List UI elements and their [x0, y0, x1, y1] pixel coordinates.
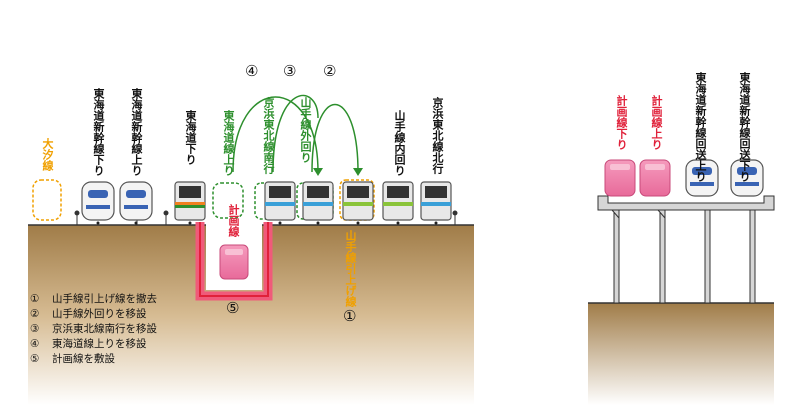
label-daishio: 大汐線 [41, 138, 54, 171]
label-forward-down: 東海道新幹線回送下り [738, 72, 751, 182]
label-tokaido-down: 東海道下り [184, 110, 197, 165]
yamanote-inner-train [382, 181, 414, 221]
label-planned-down: 計画線下り [615, 95, 628, 150]
label-shinkansen-up: 東海道新幹線上り [130, 88, 143, 176]
yamanote-pullup-dotted [339, 179, 375, 221]
keihin-south-train [264, 181, 296, 221]
shinkansen-up-train [119, 181, 153, 221]
arrow-number-2: ② [323, 62, 337, 80]
label-yamanote-pullup: 山手線引上げ線 [344, 230, 357, 307]
relocation-arrows [232, 94, 359, 173]
yamanote-outer-train [302, 181, 334, 221]
label-forward-up-group: 東海道新幹線回送上り [694, 72, 707, 182]
shinkansen-down-train [81, 181, 115, 221]
label-tokaido-up: 東海道線上り [222, 110, 235, 176]
num-1: ① [343, 307, 357, 325]
label-yamanote-outer: 山手線外回り [299, 97, 312, 163]
label-yamanote-inner: 山手線内回り [393, 110, 406, 176]
planned-down-train [604, 159, 636, 197]
arrow-2 [311, 103, 359, 173]
keihin-north-train [420, 181, 452, 221]
label-forward-up: 東海道新幹線回送上り [694, 72, 707, 182]
arrow-number-4: ④ [245, 62, 259, 80]
track-bases [96, 221, 438, 225]
label-forward-down-group: 東海道新幹線回送下り [738, 72, 751, 182]
arrow-2-head [353, 168, 363, 176]
planned-up-train [639, 159, 671, 197]
label-planned-up: 計画線上り [650, 95, 663, 150]
arrow-number-3: ③ [283, 62, 297, 80]
tokaido-up-dotted [212, 182, 244, 219]
forwarding-up-train [730, 159, 764, 197]
label-keihin-north: 京浜東北線北行 [431, 97, 444, 174]
daishio-train [32, 179, 62, 221]
right-ground [588, 303, 774, 405]
label-shinkansen-down: 東海道新幹線下り [92, 88, 105, 176]
label-planned-line: 計画線 [227, 204, 240, 237]
yamanote-pullup-train [342, 181, 374, 221]
tokaido-down-train [174, 181, 206, 221]
planned-line-trench [195, 222, 273, 301]
num-5: ⑤ [226, 299, 240, 317]
viaduct [597, 195, 775, 304]
forwarding-down-train [685, 159, 719, 197]
label-keihin-south: 京浜東北線南行 [262, 97, 275, 174]
arrow-4-head [313, 168, 323, 176]
